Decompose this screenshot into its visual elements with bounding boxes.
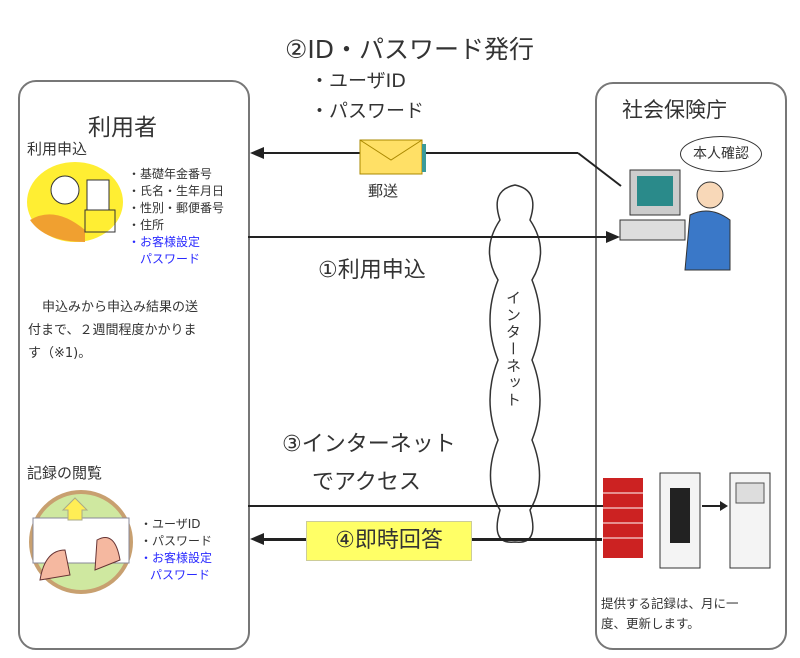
agency-heading: 社会保険庁 xyxy=(622,98,727,122)
access-line xyxy=(248,505,603,507)
apply-item: ・基礎年金番号 xyxy=(128,167,213,181)
view-custom: ・お客様設定 xyxy=(140,551,213,565)
step2-item: ・パスワード xyxy=(310,100,425,122)
view-item: ・パスワード xyxy=(140,534,213,548)
answer-arrowhead xyxy=(250,533,264,545)
step4-badge: ④即時回答 xyxy=(306,521,472,561)
speech-bubble: 本人確認 xyxy=(680,136,762,172)
step2-title: ②ID・パスワード発行 xyxy=(285,35,535,64)
apply-item: ・性別・郵便番号 xyxy=(128,201,225,215)
bubble-text: 本人確認 xyxy=(693,146,749,162)
note-line: 申込みから申込み結果の送 xyxy=(42,300,199,315)
internet-cloud xyxy=(488,184,542,543)
step1-label: ①利用申込 xyxy=(318,258,426,283)
user-heading: 利用者 xyxy=(88,115,157,141)
server-illustration xyxy=(603,472,771,569)
mail-label: 郵送 xyxy=(368,182,399,200)
operator-computer-illustration xyxy=(619,169,731,271)
applicant-illustration xyxy=(27,162,123,242)
envelope-icon xyxy=(359,139,426,175)
apply-custom: ・お客様設定 xyxy=(128,235,201,249)
view-item: ・ユーザID xyxy=(140,517,201,531)
step3-label: でアクセス xyxy=(312,470,421,495)
keyboard-illustration xyxy=(29,490,133,594)
apply-item: ・住所 xyxy=(128,218,165,232)
agency-note: 提供する記録は、月に一 xyxy=(601,596,739,611)
mail-line-diagonal xyxy=(577,152,622,187)
apply-arrowhead xyxy=(606,231,620,243)
apply-line xyxy=(248,236,608,238)
view-label: 記録の閲覧 xyxy=(27,464,103,482)
apply-custom: パスワード xyxy=(140,252,201,266)
note-line: 付まで、２週間程度かかりま xyxy=(28,323,197,338)
internet-label: インターネット xyxy=(504,290,522,409)
note-line: す（※1)。 xyxy=(28,346,92,361)
apply-item: ・氏名・生年月日 xyxy=(128,184,225,198)
step4-label: ④即時回答 xyxy=(335,528,443,553)
agency-note: 度、更新します。 xyxy=(601,616,700,631)
view-custom: パスワード xyxy=(150,568,211,582)
apply-label: 利用申込 xyxy=(27,140,88,158)
mail-arrowhead xyxy=(250,147,264,159)
step2-item: ・ユーザID xyxy=(310,70,406,92)
step3-label: ③インターネット xyxy=(282,432,456,457)
